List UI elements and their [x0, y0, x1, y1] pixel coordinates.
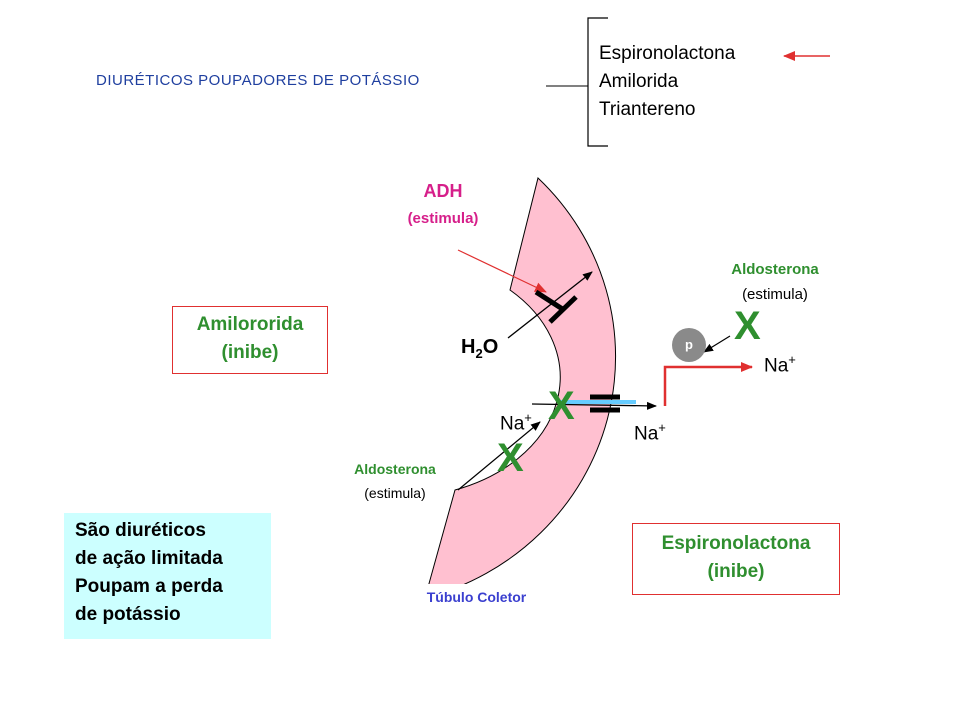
note-line-3: Poupam a perda: [75, 576, 223, 597]
tubule-wall: [424, 177, 616, 599]
amiloride-action: (inibe): [221, 342, 279, 363]
aldosterone-action-right: (estimula): [742, 286, 808, 303]
aldosterone-label-left: Aldosterona: [354, 461, 436, 477]
inhibition-x-aldosterone: X: [497, 436, 524, 480]
inhibition-x-pump: X: [734, 304, 761, 348]
sodium-flow-arrow: [531, 401, 657, 410]
tubule-label: Túbulo Coletor: [404, 584, 549, 610]
amiloride-name: Amilororida: [196, 314, 304, 335]
adh-pointer-arrow: [457, 249, 547, 293]
sodium-label-blood: Na+: [764, 352, 796, 377]
note-line-1: São diuréticos: [75, 520, 206, 541]
inhibition-x-channel: X: [548, 384, 575, 428]
drug-bracket: [587, 17, 608, 147]
drug-item-triantereno: Triantereno: [599, 99, 696, 120]
pump-icon: p: [672, 328, 706, 362]
water-label: H2O: [461, 336, 499, 361]
sodium-label-lumen: Na+: [500, 410, 532, 435]
water-channel-bar-1: [534, 289, 566, 313]
adh-label: ADH: [423, 181, 463, 201]
drug-item-amilorida: Amilorida: [599, 71, 679, 92]
spironolactone-name: Espironolactona: [661, 533, 811, 554]
page-title: DIURÉTICOS POUPADORES DE POTÁSSIO: [96, 72, 420, 89]
water-flow-arrow: [507, 271, 593, 339]
note-line-4: de potássio: [75, 604, 181, 625]
drug-list: Espironolactona Amilorida Triantereno: [599, 40, 735, 124]
spironolactone-box: Espironolactona (inibe): [632, 523, 840, 595]
pump-path-arrow: [663, 362, 753, 406]
drug-item-espironolactona: Espironolactona: [599, 43, 736, 64]
water-channel-bar-2: [548, 295, 578, 324]
sodium-label-cell: Na+: [634, 420, 666, 445]
aldosterone-right-arrow: [703, 335, 731, 353]
summary-note: São diuréticos de ação limitada Poupam a…: [64, 513, 271, 639]
note-line-2: de ação limitada: [75, 548, 223, 569]
aldosterone-action-left: (estimula): [364, 485, 426, 501]
adh-action-label: (estimula): [407, 210, 479, 227]
amiloride-box: Amilororida (inibe): [172, 306, 328, 374]
aldosterone-left-arrow: [457, 421, 541, 491]
spironolactone-action: (inibe): [707, 561, 765, 582]
aldosterone-label-right: Aldosterona: [731, 261, 819, 278]
